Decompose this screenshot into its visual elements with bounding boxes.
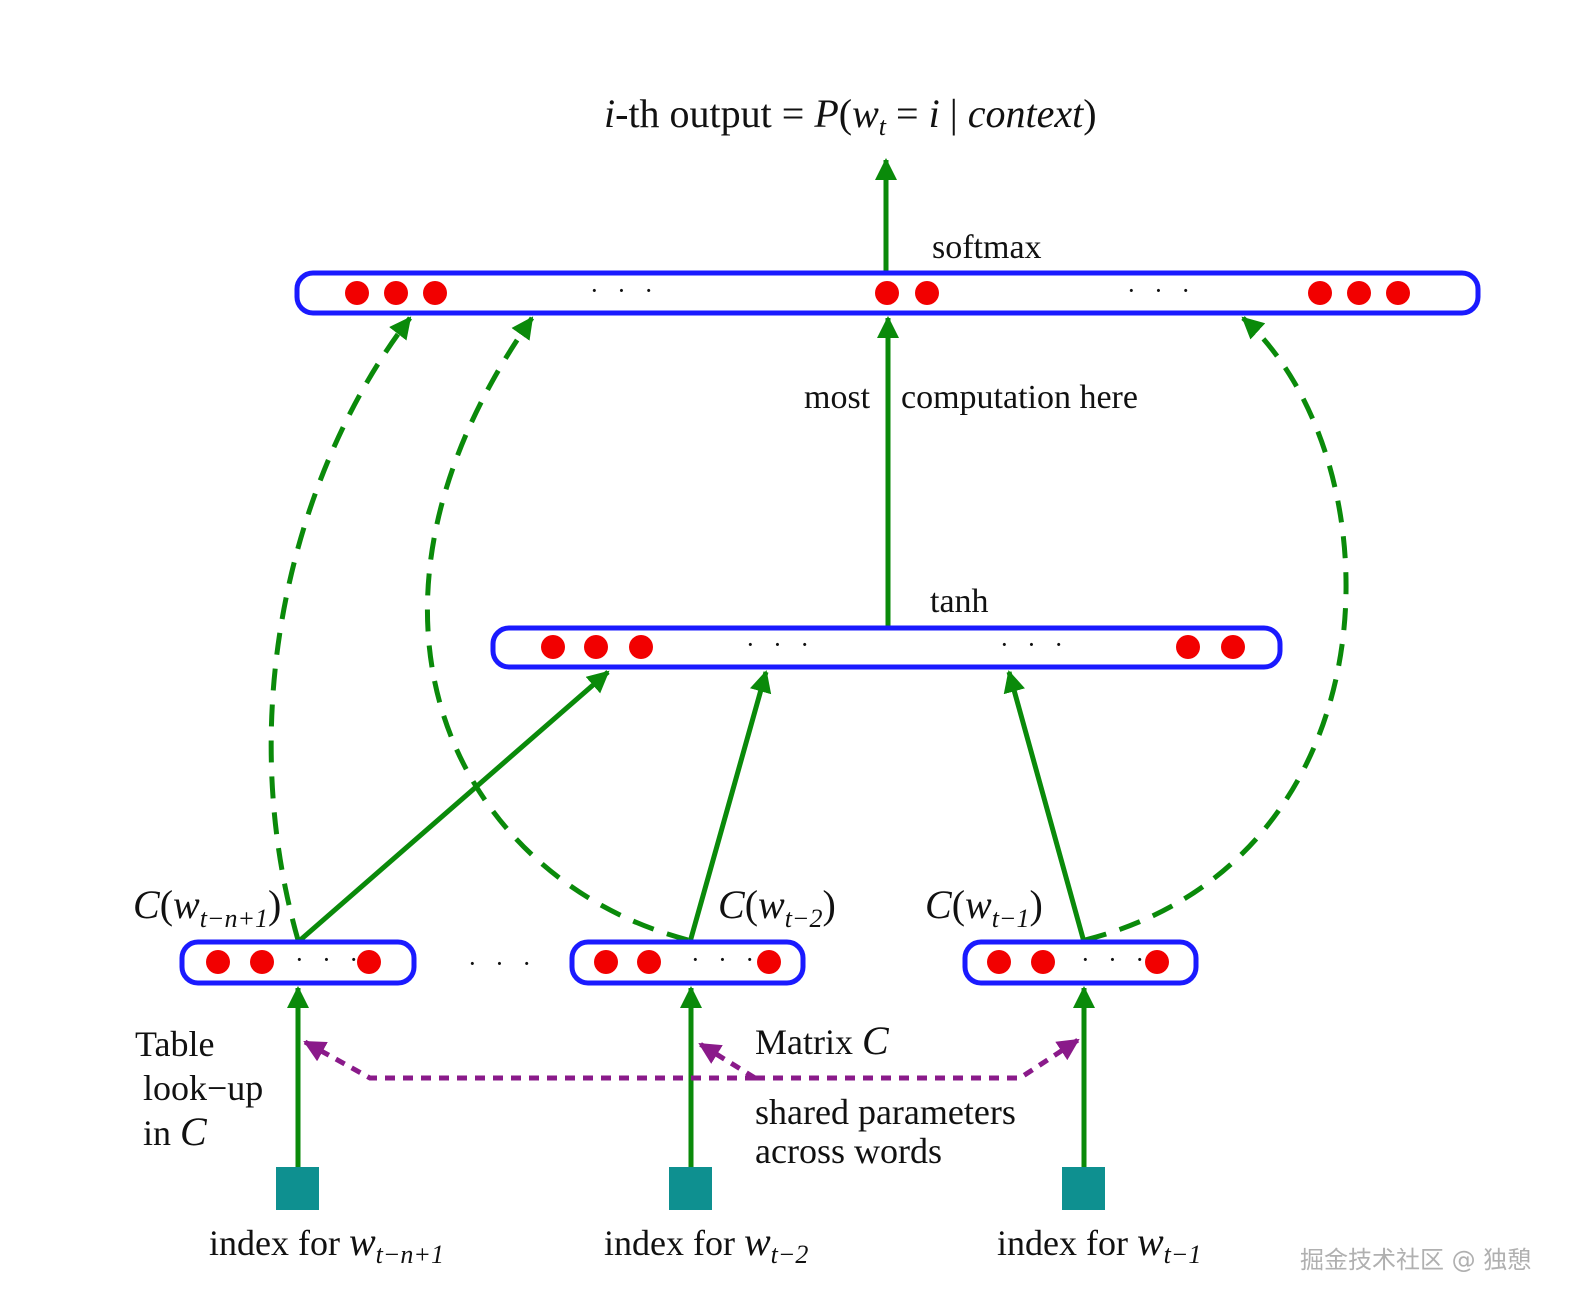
embedding-2-to-hidden-arrow xyxy=(687,670,772,943)
embedding-2-node xyxy=(757,950,781,974)
softmax-layer-box xyxy=(294,270,1481,316)
embedding-3-node xyxy=(1031,950,1055,974)
embedding-2-label: C(wt−2) xyxy=(718,882,836,933)
shared-param-link-3 xyxy=(755,1037,1080,1081)
tanh-node xyxy=(1221,635,1245,659)
embedding-3-ellipsis: · · · xyxy=(1081,945,1150,974)
tanh-ellipsis-left: · · · xyxy=(746,630,815,659)
softmax-node xyxy=(1308,281,1332,305)
index-label-3: index for wt−1 xyxy=(997,1219,1201,1269)
tanh-node xyxy=(541,635,565,659)
index-square-3 xyxy=(1062,1167,1105,1210)
softmax-ellipsis-left: · · · xyxy=(590,276,659,305)
embedding-1-node xyxy=(357,950,381,974)
embedding-1-ellipsis: · · · xyxy=(295,945,364,974)
most-label: most xyxy=(804,379,871,416)
skip-connection-3 xyxy=(1084,316,1349,943)
embedding-3-label: C(wt−1) xyxy=(925,882,1043,933)
skip-connection-1 xyxy=(268,316,412,941)
matrix-c-label: Matrix C xyxy=(755,1018,890,1063)
embedding-3-node xyxy=(987,950,1011,974)
tanh-label: tanh xyxy=(930,583,989,620)
embedding-1-node xyxy=(206,950,230,974)
embeddings-ellipsis: · · · xyxy=(468,949,537,978)
index-square-1 xyxy=(276,1167,319,1210)
table-label: Table xyxy=(135,1024,214,1064)
across-words-label: across words xyxy=(755,1131,942,1171)
embedding-2-box xyxy=(569,939,806,986)
tanh-ellipsis-right: · · · xyxy=(1000,630,1069,659)
output-title: i-th output = P(wt = i | context) xyxy=(604,91,1097,141)
softmax-node xyxy=(1386,281,1410,305)
shared-parameters-label: shared parameters xyxy=(755,1092,1016,1132)
embedding-2-ellipsis: · · · xyxy=(691,945,760,974)
shared-param-link-1 xyxy=(303,1039,755,1081)
index-label-2: index for wt−2 xyxy=(604,1219,808,1269)
embedding-1-label: C(wt−n+1) xyxy=(133,882,281,933)
watermark: 掘金技术社区 @ 独憩 xyxy=(1300,1246,1531,1274)
softmax-label: softmax xyxy=(932,229,1042,266)
index-label-1: index for wt−n+1 xyxy=(209,1219,444,1269)
softmax-node xyxy=(384,281,408,305)
softmax-node xyxy=(915,281,939,305)
embedding-3-node xyxy=(1145,950,1169,974)
embedding-2-node xyxy=(594,950,618,974)
softmax-node xyxy=(423,281,447,305)
in-c-label: in C xyxy=(143,1109,208,1154)
skip-connection-2 xyxy=(424,316,689,943)
index-square-2 xyxy=(669,1167,712,1210)
embedding-3-box xyxy=(962,939,1199,986)
tanh-nodes xyxy=(541,635,1245,659)
tanh-node xyxy=(584,635,608,659)
embedding-1-to-hidden-arrow xyxy=(296,670,610,944)
embedding-2-node xyxy=(637,950,661,974)
softmax-ellipsis-right: · · · xyxy=(1127,276,1196,305)
shared-param-link-2 xyxy=(698,1041,757,1081)
embedding-1-box xyxy=(179,939,417,986)
tanh-node xyxy=(629,635,653,659)
tanh-layer-box xyxy=(490,625,1283,670)
softmax-node xyxy=(345,281,369,305)
embedding-1-node xyxy=(250,950,274,974)
lookup-label: look−up xyxy=(143,1068,263,1108)
softmax-nodes xyxy=(345,281,1410,305)
computation-label: computation here xyxy=(901,379,1138,416)
embedding-3-to-hidden-arrow xyxy=(1003,670,1087,943)
softmax-node xyxy=(1347,281,1371,305)
softmax-node xyxy=(875,281,899,305)
tanh-node xyxy=(1176,635,1200,659)
